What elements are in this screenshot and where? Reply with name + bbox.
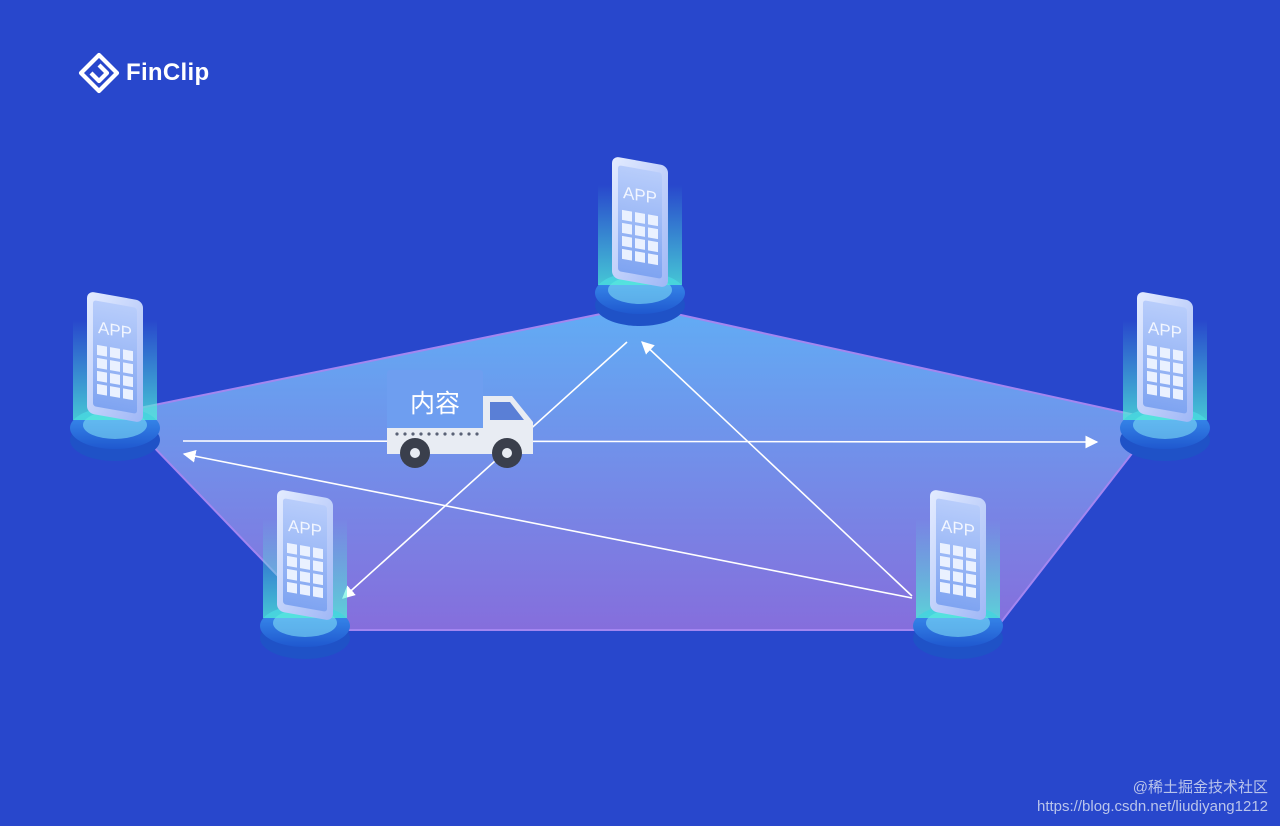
app-node-bottom-left: APP — [260, 490, 350, 659]
phone-grid-icon — [1147, 344, 1183, 401]
brand-logo: FinClip — [78, 52, 209, 94]
arrow-bottom-right-to-left — [182, 449, 913, 599]
finclip-logo-icon — [78, 52, 120, 94]
truck-wheel-front-hub — [502, 448, 512, 458]
app-node-left: APP — [70, 292, 160, 461]
truck-cargo-label: 内容 — [410, 389, 460, 418]
truck-wheel-rear-hub — [410, 448, 420, 458]
watermark-line-2: https://blog.csdn.net/liudiyang1212 — [1037, 798, 1268, 815]
arrow-bottom-right-to-top — [641, 341, 913, 597]
truck-cargo-box — [387, 370, 483, 432]
phone-grid-icon — [287, 542, 323, 599]
phone-grid-icon — [940, 542, 976, 599]
truck-window — [490, 402, 524, 420]
arrow-top-to-bottom-left — [342, 341, 628, 599]
connection-arrows — [182, 341, 1099, 599]
arrow-left-to-right — [182, 435, 1099, 449]
phone-grid-icon — [97, 344, 133, 401]
truck-chassis-dots — [395, 432, 479, 436]
app-node-top: APP — [595, 157, 685, 326]
app-node-bottom-right: APP — [913, 490, 1003, 659]
watermark-line-1: @稀土掘金技术社区 — [1132, 779, 1268, 796]
delivery-truck: 内容 — [387, 370, 533, 468]
network-area — [118, 304, 1160, 631]
phone-grid-icon — [622, 209, 658, 266]
app-node-right: APP — [1120, 292, 1210, 461]
brand-name: FinClip — [126, 59, 210, 86]
watermark: @稀土掘金技术社区 https://blog.csdn.net/liudiyan… — [1037, 778, 1268, 816]
